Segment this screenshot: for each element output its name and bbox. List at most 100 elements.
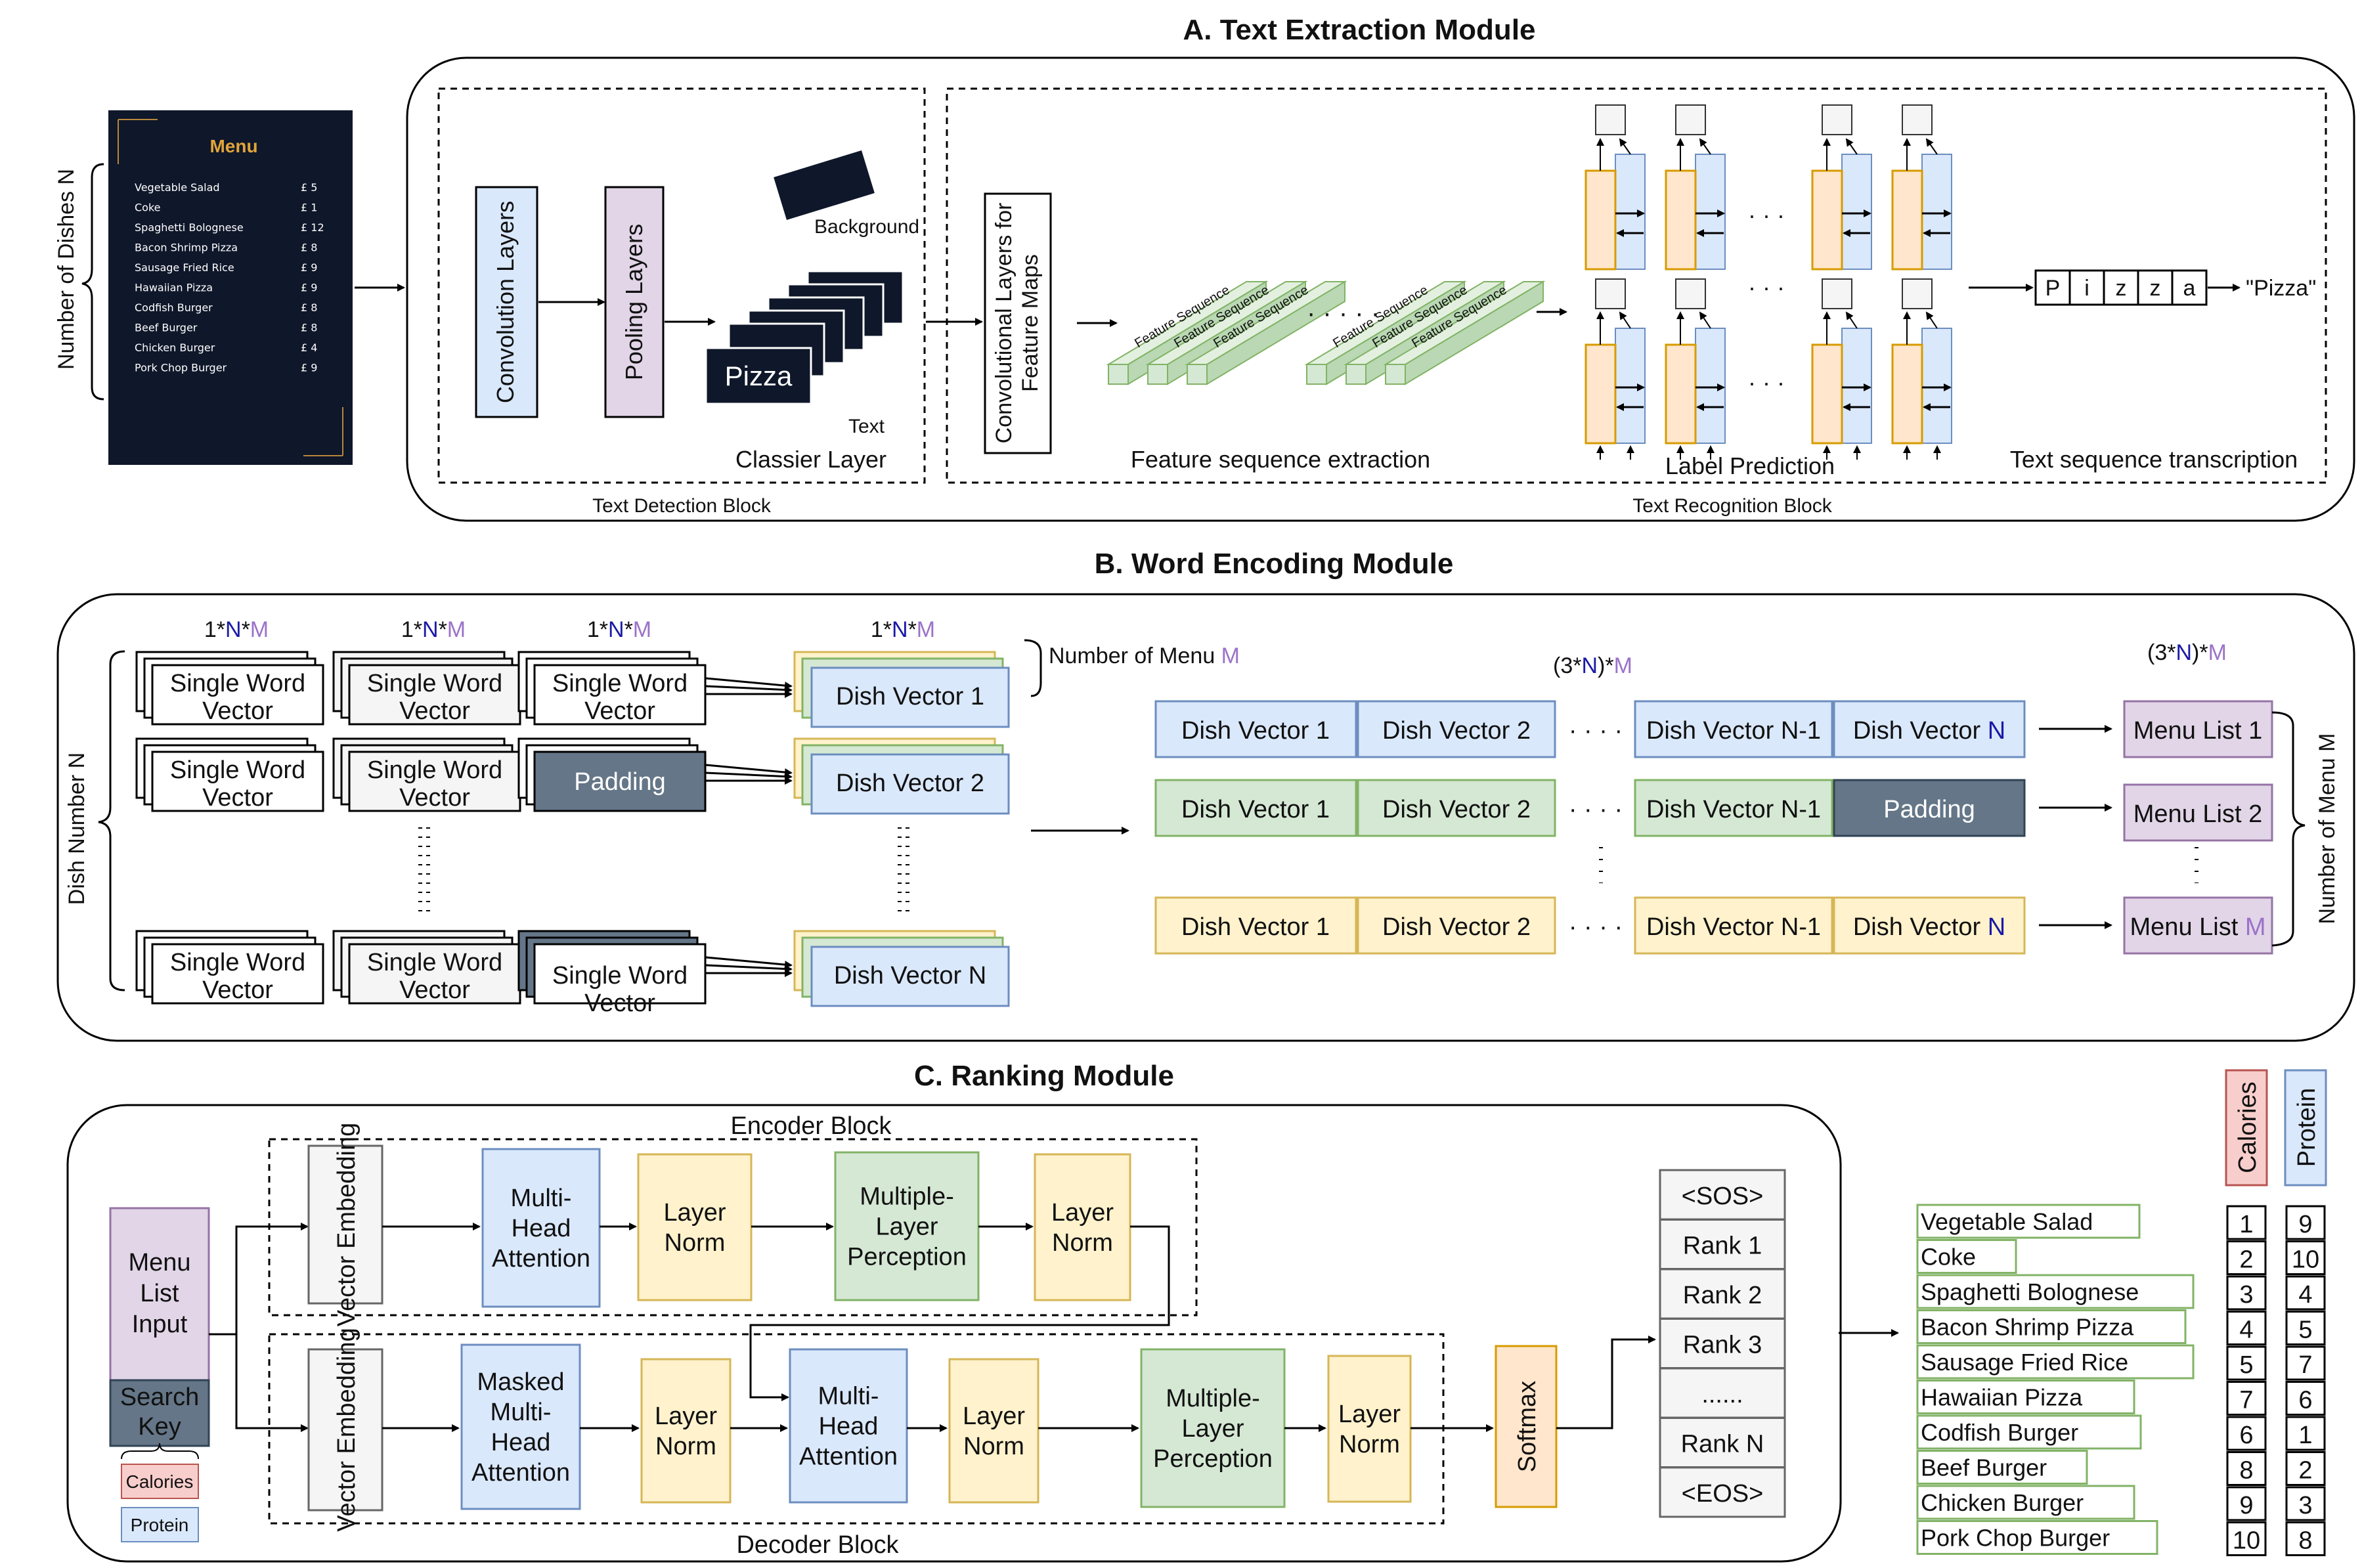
text-sequence-transcription-label: Text sequence transcription — [2010, 446, 2298, 473]
dishes-brace — [81, 163, 104, 401]
decoder-masked-attention-label: Masked — [477, 1368, 564, 1396]
pooling-layers-label: Pooling Layers — [621, 224, 647, 380]
menu-item-price: £ 12 — [301, 221, 324, 234]
rank-label: Rank N — [1681, 1431, 1764, 1458]
rank-label: Rank 3 — [1683, 1332, 1762, 1359]
feature-bar-side — [1206, 280, 1345, 385]
encoder-to-decoder-arrow — [749, 1225, 1170, 1401]
feature-bar-front — [1187, 364, 1208, 385]
menu-item-name: Sausage Fried Rice — [135, 261, 234, 274]
text-extraction-container — [406, 56, 2355, 522]
decoder-multi-head-attention-box — [789, 1348, 908, 1504]
result-dish-label: Pork Chop Burger — [1921, 1525, 2110, 1552]
lstm-forward-cell — [1891, 343, 1923, 445]
menu-item-price: £ 1 — [301, 202, 317, 214]
encoder-block-label: Encoder Block — [730, 1112, 892, 1140]
calorie-rank-value: 3 — [2239, 1281, 2253, 1309]
encoder-multi-head-attention-label: Head — [512, 1215, 571, 1242]
menu-list-prefix: Menu List — [2130, 913, 2245, 941]
lstm-forward-cell — [1665, 169, 1697, 271]
encoder-layer-norm-2-label: Layer — [1051, 1199, 1114, 1227]
protein-header-box — [2284, 1069, 2327, 1187]
rank-cell — [1659, 1367, 1786, 1419]
dish-vector-1-box — [1154, 779, 1357, 837]
dim-star: * — [242, 617, 250, 642]
dim-n: N — [422, 617, 439, 642]
single-word-vector-label-1: Single Word — [367, 949, 502, 976]
dish-number-label: Dish Number N — [64, 752, 89, 905]
dim-one: 1* — [204, 617, 225, 642]
calorie-rank-cell — [2226, 1381, 2267, 1416]
lstm-forward-cell — [1665, 343, 1697, 445]
letter-cell — [2103, 269, 2139, 306]
dim-m: M — [447, 617, 466, 642]
protein-rank-value: 5 — [2298, 1317, 2312, 1344]
dim-m: M — [917, 617, 935, 642]
menu-item-price: £ 9 — [301, 261, 317, 274]
decoder-layer-norm-1-label: Layer — [655, 1403, 717, 1430]
dim-n: N — [225, 617, 242, 642]
triple-arrow — [705, 764, 793, 777]
rank-label: Rank 1 — [1683, 1232, 1762, 1260]
letter-char: i — [2084, 276, 2089, 301]
decoder-vector-embedding-label: Vector Embedding — [333, 1328, 361, 1532]
calorie-rank-cell — [2226, 1275, 2267, 1311]
dish-stack-front — [810, 666, 1010, 728]
dim-label: 1*N*M — [401, 617, 466, 642]
softmax-box — [1495, 1345, 1558, 1508]
result-dish-box — [1916, 1520, 2158, 1555]
decoder-block-label: Decoder Block — [736, 1531, 899, 1559]
result-dish-label: Beef Burger — [1921, 1454, 2047, 1481]
lstm-up-arrow — [1925, 311, 1938, 329]
lstm-forward-cell — [1891, 169, 1923, 271]
pizza-output: "Pizza" — [2246, 276, 2316, 301]
calorie-rank-value: 2 — [2239, 1246, 2253, 1274]
dish-vector-prefix: Dish Vector — [1853, 913, 1988, 941]
hidden-node — [1675, 278, 1706, 309]
calorie-rank-cell — [2226, 1486, 2267, 1521]
dish-vector-label: Dish Vector 1 — [836, 683, 984, 710]
padding-box — [1833, 779, 2026, 837]
menu-item-name: Codfish Burger — [135, 301, 213, 314]
menu-list-box — [2123, 896, 2273, 955]
menu-item-name: Vegetable Salad — [135, 181, 220, 194]
dish-vector-prefix: Dish Vector — [1853, 717, 1988, 745]
encoder-multi-head-attention-label: Multi- — [511, 1185, 572, 1212]
decoder-mlp-box — [1140, 1348, 1286, 1508]
dim-n: N — [892, 617, 908, 642]
menu-item-name: Chicken Burger — [135, 341, 215, 354]
single-word-vector-label-2: Vector — [202, 697, 273, 725]
dish-vector-2-label: Dish Vector 2 — [1382, 913, 1531, 941]
single-word-vector-label-1: Single Word — [170, 670, 305, 697]
dish-vector-n-label: Dish Vector N — [1853, 717, 2005, 745]
protein-rank-value: 10 — [2292, 1246, 2319, 1274]
letter-cell — [2137, 269, 2174, 306]
menu-list-m-letter: M — [2245, 913, 2266, 941]
dim-m: M — [633, 617, 651, 642]
lstm-up-arrow — [1619, 138, 1631, 155]
decoder-multi-head-attention-label: Multi- — [818, 1383, 879, 1410]
single-word-vector-label-2: Vector — [584, 990, 655, 1017]
convolution-layers-label: Convolution Layers — [492, 201, 519, 403]
protein-header-label: Protein — [2293, 1088, 2321, 1167]
encoder-mlp-label: Perception — [847, 1244, 967, 1271]
decoder-layer-norm-2-box — [948, 1358, 1039, 1504]
calorie-rank-value: 9 — [2239, 1492, 2253, 1519]
dish-vector-n-box — [1833, 700, 2026, 758]
menu-brace-small — [1024, 639, 1042, 697]
dish-vector-2-label: Dish Vector 2 — [1382, 717, 1531, 745]
protein-input-box — [121, 1507, 199, 1542]
calorie-rank-value: 6 — [2239, 1422, 2253, 1449]
single-word-vector-label-1: Single Word — [367, 670, 502, 697]
result-dish-box — [1916, 1239, 2017, 1274]
